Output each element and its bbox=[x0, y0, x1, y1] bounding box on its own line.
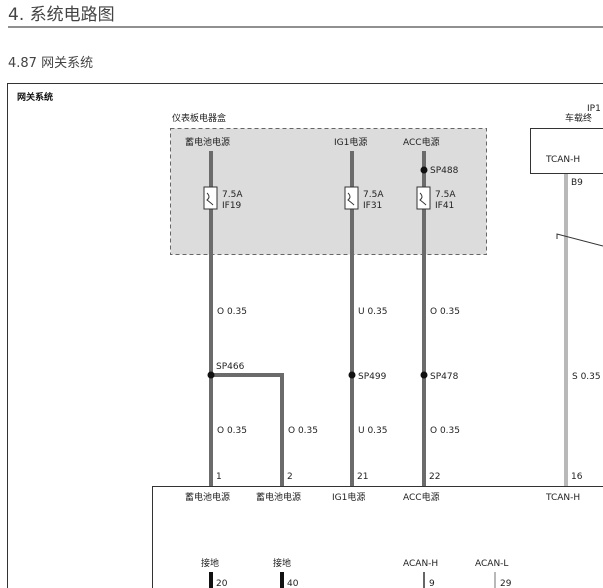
diagram-frame bbox=[7, 83, 603, 588]
wire-label-1-upper: O 0.35 bbox=[217, 307, 247, 317]
pin-22: 22 bbox=[429, 472, 440, 482]
fuse-if19-name: IF19 bbox=[222, 201, 242, 211]
power-label-acc: ACC电源 bbox=[403, 136, 440, 148]
splice-sp488 bbox=[420, 166, 428, 174]
fuse-if41: 7.5A IF41 bbox=[416, 186, 456, 211]
connector-ip1-sublabel: 车载终 bbox=[565, 112, 592, 124]
module-label-ig1: IG1电源 bbox=[332, 491, 365, 503]
wire-label-22-lower: O 0.35 bbox=[430, 426, 460, 436]
fuse-if41-rating: 7.5A bbox=[435, 190, 456, 200]
pin-20: 20 bbox=[216, 579, 228, 588]
gateway-module bbox=[152, 486, 603, 588]
splice-sp499-label: SP499 bbox=[358, 372, 387, 382]
module-label-acc: ACC电源 bbox=[403, 491, 440, 503]
fuse-if41-name: IF41 bbox=[435, 201, 454, 211]
tcan-twist-mark bbox=[556, 233, 603, 247]
fuse-if31-rating: 7.5A bbox=[363, 190, 384, 200]
module-label-acan-h: ACAN-H bbox=[403, 559, 438, 569]
splice-sp466 bbox=[207, 371, 215, 379]
splice-sp478-label: SP478 bbox=[430, 372, 459, 382]
fuse-if19: 7.5A IF19 bbox=[203, 186, 243, 211]
tbox-connector bbox=[530, 128, 603, 174]
module-label-tcan: TCAN-H bbox=[545, 493, 580, 503]
pin-29: 29 bbox=[500, 579, 512, 588]
tbox-tcan-label: TCAN-H bbox=[545, 155, 580, 165]
wire-label-21-lower: U 0.35 bbox=[358, 426, 388, 436]
splice-sp488-label: SP488 bbox=[430, 166, 459, 176]
fuse-if31: 7.5A IF31 bbox=[344, 186, 384, 211]
module-label-battery-1: 蓄电池电源 bbox=[185, 491, 230, 503]
fuse-box bbox=[170, 128, 487, 255]
power-label-battery: 蓄电池电源 bbox=[185, 136, 230, 148]
pin-16: 16 bbox=[571, 472, 583, 482]
diagram-title: 网关系统 bbox=[17, 91, 53, 103]
pin-40: 40 bbox=[287, 579, 299, 588]
splice-sp466-label: SP466 bbox=[216, 362, 245, 372]
wire-label-22-upper: O 0.35 bbox=[430, 307, 460, 317]
tbox-pin-b9: B9 bbox=[571, 178, 583, 188]
module-label-battery-2: 蓄电池电源 bbox=[256, 491, 301, 503]
pin-1: 1 bbox=[216, 472, 222, 482]
section-title: 4. 系统电路图 bbox=[8, 5, 115, 25]
subsection-title: 4.87 网关系统 bbox=[8, 56, 93, 71]
pin-2: 2 bbox=[287, 472, 293, 482]
power-label-ig1: IG1电源 bbox=[334, 136, 367, 148]
connector-ip1-label: IP1 bbox=[587, 104, 601, 114]
splice-sp478 bbox=[420, 371, 428, 379]
splice-sp499 bbox=[348, 371, 356, 379]
pin-21: 21 bbox=[357, 472, 368, 482]
module-label-acan-l: ACAN-L bbox=[475, 559, 508, 569]
wire-battery-branch bbox=[211, 373, 284, 486]
wire-label-1-lower: O 0.35 bbox=[217, 426, 247, 436]
wire-label-16: S 0.35 bbox=[572, 372, 601, 382]
fuse-box-title: 仪表板电器盒 bbox=[172, 112, 226, 124]
fuse-if19-rating: 7.5A bbox=[222, 190, 243, 200]
module-label-ground-2: 接地 bbox=[273, 557, 291, 569]
pin-9: 9 bbox=[429, 579, 435, 588]
wire-label-2-lower: O 0.35 bbox=[288, 426, 318, 436]
fuse-if31-name: IF31 bbox=[363, 201, 382, 211]
wire-label-21-upper: U 0.35 bbox=[358, 307, 388, 317]
module-label-ground-1: 接地 bbox=[201, 557, 219, 569]
